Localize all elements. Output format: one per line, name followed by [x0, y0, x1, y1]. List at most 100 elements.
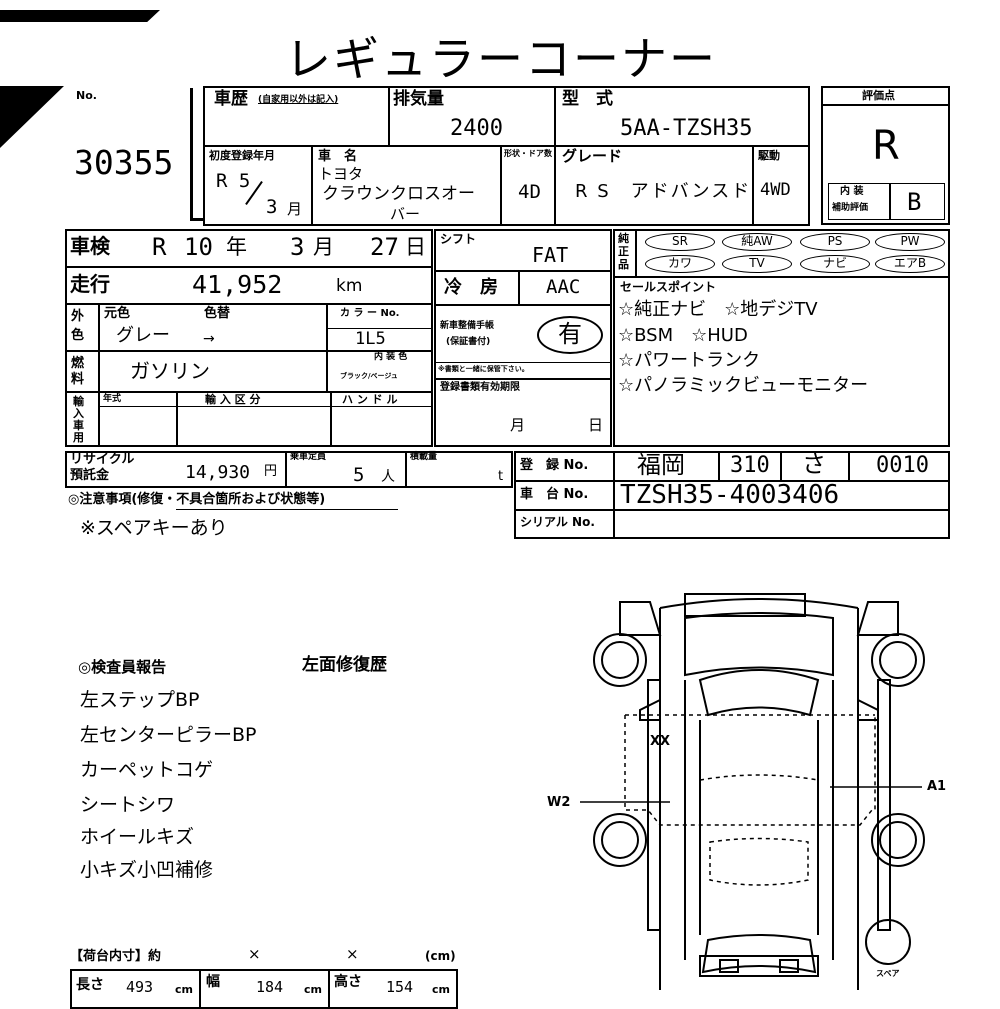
shift-frame [434, 229, 612, 447]
recycle-label-2: 預託金 [70, 468, 110, 483]
mileage-value: 41,952 [192, 270, 283, 299]
drive-label: 駆動 [758, 149, 780, 162]
first-reg-era-year: R 5 [216, 170, 251, 192]
manual-label-2: (保証書付) [446, 337, 491, 347]
color-code-value: 1L5 [355, 329, 386, 349]
plate-label: 登 録 No. [520, 458, 589, 473]
equipment-item: ナビ [800, 255, 870, 273]
serial-label: シリアル No. [520, 515, 595, 529]
inspector-item-1: 左ステップBP [80, 689, 200, 711]
color-change-value: → [203, 331, 215, 347]
shift-label: シフト [440, 232, 477, 246]
lot-label: No. [76, 89, 97, 102]
grade-label: グレード [562, 147, 623, 165]
recycle-frame [65, 451, 513, 488]
load-unit: t [498, 469, 504, 484]
inspector-side-note: 左面修復歴 [302, 655, 387, 675]
mileage-unit: km [336, 276, 363, 296]
fuel-label: 燃料 [71, 356, 85, 387]
registration-doc-label: 登録書類有効期限 [440, 382, 520, 393]
registration-doc-day-unit: 日 [588, 416, 604, 434]
history-label: 車歴 [214, 89, 248, 109]
equipment-frame [613, 229, 950, 447]
cargo-unit-label: (cm) [425, 949, 456, 963]
equipment-item: カワ [645, 255, 715, 273]
manual-note: ※書類と一緒に保管下さい。 [438, 365, 529, 373]
recycle-value: 14,930 [185, 462, 251, 483]
sales-point-3: ☆パワートランク [618, 350, 761, 371]
plate-region: 福岡 [637, 451, 685, 479]
inspection-day-unit: 日 [405, 235, 426, 259]
interior-score-frame [828, 183, 945, 220]
mark-a1: A1 [927, 779, 947, 794]
color-orig-value: グレー [116, 325, 170, 346]
sales-point-2: ☆BSM ☆HUD [618, 325, 748, 346]
body-value: 4D [518, 181, 541, 203]
manual-label-1: 新車整備手帳 [440, 321, 495, 331]
score-frame [821, 86, 950, 225]
inspection-month: 3 [290, 233, 305, 261]
color-change-label: 色替 [204, 306, 231, 321]
car-name-line1: クラウンクロスオー [322, 184, 475, 204]
interior-color-value: ブラック/ベージュ [340, 372, 398, 380]
manual-value: 有 [558, 320, 582, 348]
interior-color-label: 内 装 色 [374, 352, 408, 362]
car-name-label: 車 名 [318, 149, 358, 164]
inspection-month-unit: 月 [313, 235, 334, 259]
shift-value: FAT [532, 243, 569, 267]
cargo-length-label: 長さ [76, 977, 104, 993]
manual-circle [537, 316, 603, 354]
score-label: 評価点 [862, 89, 895, 102]
cargo-x2: × [346, 945, 359, 963]
lot-number: 30355 [74, 143, 174, 182]
inspection-year-unit: 年 [226, 235, 247, 259]
import-year-label: 年式 [103, 394, 122, 404]
capacity-label: 乗車定員 [290, 452, 327, 462]
cargo-width-unit: cm [304, 983, 322, 996]
cargo-width-value: 184 [256, 978, 284, 996]
equipment-item: TV [722, 255, 792, 273]
displacement-value: 2400 [450, 116, 503, 141]
mark-xx: XX [650, 734, 671, 749]
plate-number: 0010 [876, 453, 929, 478]
spare-label: スペア [876, 969, 900, 978]
inspector-item-4: シートシワ [80, 794, 176, 816]
cargo-label: 【荷台内寸】約 [70, 949, 162, 964]
sales-points-label: セールスポイント [620, 280, 717, 294]
interior-score-label-2: 補助評価 [832, 203, 869, 213]
cargo-length-unit: cm [175, 983, 193, 996]
inspector-item-5: ホイールキズ [80, 826, 195, 848]
plate-class-no: 310 [730, 453, 770, 478]
vehicle-info-frame [203, 86, 810, 226]
inspector-item-6: 小キズ小凹補修 [80, 859, 214, 881]
load-label: 積載量 [410, 452, 438, 462]
interior-score-label-1: 内 装 [840, 186, 864, 197]
color-orig-label: 元色 [104, 306, 131, 321]
cargo-height-label: 高さ [334, 974, 362, 990]
drive-value: 4WD [760, 180, 791, 200]
lot-bracket [190, 88, 193, 220]
interior-score-value: B [907, 188, 922, 216]
recycle-unit: 円 [264, 464, 278, 479]
inspector-label: ◎検査員報告 [78, 658, 167, 676]
cargo-x1: × [248, 945, 261, 963]
cargo-width-label: 幅 [206, 974, 220, 990]
model-code-label: 型 式 [562, 89, 613, 109]
mark-w2: W2 [547, 795, 571, 810]
sales-point-1: ☆純正ナビ ☆地デジTV [618, 299, 818, 320]
inspection-day: 27 [370, 233, 399, 261]
equipment-item: PS [800, 233, 870, 251]
equipment-item: PW [875, 233, 945, 251]
grade-value: R S アドバンスド [575, 181, 752, 202]
notes-label: ◎注意事項(修復・不具合箇所および状態等) [68, 492, 326, 507]
first-reg-label: 初度登録年月 [209, 149, 275, 162]
cargo-height-value: 154 [386, 978, 414, 996]
import-handle-label: ハ ン ド ル [342, 393, 398, 406]
corner-bar-mark [0, 10, 160, 22]
color-code-label: カ ラ ー No. [340, 308, 400, 319]
car-damage-diagram [580, 593, 925, 990]
registration-doc-month-unit: 月 [510, 416, 526, 434]
score-value: R [872, 123, 900, 169]
car-maker: トヨタ [318, 165, 364, 183]
registration-frame [514, 451, 950, 539]
